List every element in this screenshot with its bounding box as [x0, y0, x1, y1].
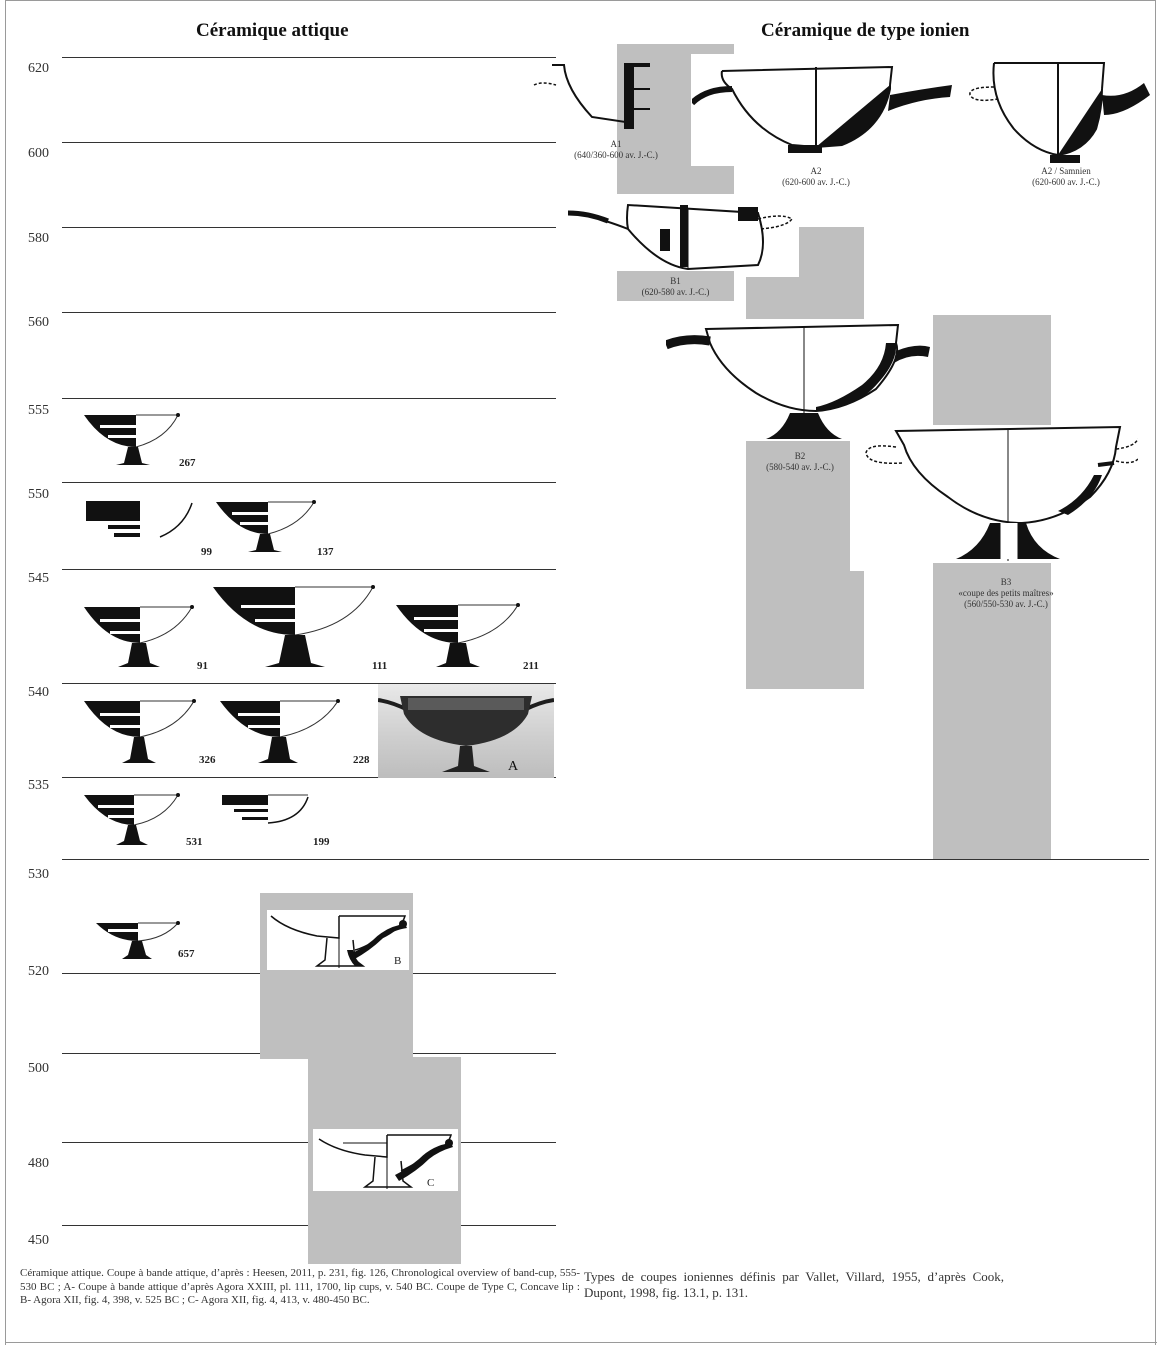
- cup-number: 531: [186, 836, 203, 848]
- year-label: 555: [28, 403, 49, 418]
- duration-bar-b3: [933, 315, 1051, 425]
- cup-a2-samnien-name: A2 / Samnien: [1041, 166, 1091, 176]
- period-rule: [62, 683, 556, 684]
- duration-bar-b1: [799, 227, 864, 277]
- cup-type-b-box: [267, 910, 409, 970]
- attic-cup-111: [211, 583, 379, 669]
- cup-number: 199: [313, 836, 330, 848]
- attic-cup-228: [218, 697, 344, 765]
- cup-a2-name: A2: [810, 166, 822, 176]
- cup-a2-samnien-date: (620-600 av. J.-C.): [1032, 177, 1100, 187]
- attic-cup-657: [94, 919, 184, 961]
- period-rule: [62, 398, 556, 399]
- cup-number: 111: [372, 660, 388, 672]
- cup-b2-name: B2: [794, 451, 806, 461]
- cup-number: 211: [523, 660, 539, 672]
- cup-b3-drawing: [862, 425, 1138, 565]
- period-rule: [62, 569, 556, 570]
- attic-cup-137: [214, 498, 318, 554]
- attic-cup-211: [394, 601, 522, 669]
- duration-bar-a1: [617, 44, 734, 54]
- cup-photo-a: [377, 684, 555, 778]
- cup-b3-subtitle: «coupe des petits maîtres»: [958, 588, 1054, 598]
- cup-number: 228: [353, 754, 370, 766]
- year-label: 530: [28, 867, 49, 882]
- year-label: 580: [28, 231, 49, 246]
- cup-number: 326: [199, 754, 216, 766]
- duration-bar-b3: [933, 563, 1051, 859]
- cup-type-c-box: [313, 1129, 458, 1191]
- attic-cup-99: [84, 497, 196, 543]
- period-rule: [62, 482, 556, 483]
- attic-caption: Céramique attique. Coupe à bande attique…: [20, 1267, 580, 1306]
- cup-number: 657: [178, 948, 195, 960]
- cup-a1-drawing: [532, 59, 662, 139]
- cup-number: 137: [317, 546, 334, 558]
- cup-b1-name: B1: [670, 276, 681, 286]
- period-rule: [62, 312, 556, 313]
- attic-cup-531: [82, 791, 182, 847]
- duration-bar-b2: [746, 571, 864, 689]
- cup-b3-date: (560/550-530 av. J.-C.): [964, 599, 1048, 609]
- cup-b2-drawing: [666, 323, 936, 445]
- year-label: 560: [28, 315, 49, 330]
- period-rule: [62, 777, 556, 778]
- ionian-caption: Types de coupes ioniennes définis par Va…: [584, 1269, 1004, 1300]
- year-label: 550: [28, 487, 49, 502]
- duration-bar-b2: [746, 441, 850, 571]
- period-rule: [62, 227, 556, 228]
- duration-bar-b1: [617, 271, 734, 301]
- cup-a2-date: (620-600 av. J.-C.): [782, 177, 850, 187]
- period-rule: [62, 57, 556, 58]
- cup-type-b-label: B: [394, 955, 402, 967]
- duration-bar-b1: [746, 277, 864, 319]
- duration-bar-a1: [691, 166, 734, 194]
- cup-a1-name: A1: [610, 139, 622, 149]
- cup-photo-a-label: A: [508, 759, 519, 774]
- duration-bar-a1: [679, 54, 691, 194]
- attic-cup-267: [82, 411, 182, 467]
- year-label: 450: [28, 1233, 49, 1248]
- cup-a2-drawing: [692, 59, 952, 159]
- period-rule-full: [62, 859, 1149, 860]
- year-label: 540: [28, 685, 49, 700]
- attic-header: Céramique attique: [196, 20, 349, 41]
- year-label: 520: [28, 964, 49, 979]
- cup-b2-date: (580-540 av. J.-C.): [766, 462, 834, 472]
- cup-b3-name: B3: [1000, 577, 1012, 587]
- cup-b1-drawing: [568, 199, 808, 277]
- cup-type-c-label: C: [427, 1177, 435, 1189]
- attic-cup-326: [82, 697, 200, 765]
- year-label: 600: [28, 146, 49, 161]
- year-label: 545: [28, 571, 49, 586]
- cup-number: 99: [201, 546, 212, 558]
- cup-number: 267: [179, 457, 196, 469]
- attic-cup-91: [82, 603, 196, 669]
- bottom-rule: [6, 1342, 1157, 1343]
- ionian-header: Céramique de type ionien: [761, 20, 970, 41]
- period-rule: [62, 142, 556, 143]
- chronology-figure: Céramique attique Céramique de type ioni…: [5, 0, 1157, 1345]
- year-label: 500: [28, 1061, 49, 1076]
- year-label: 620: [28, 61, 49, 76]
- cup-b1-date: (620-580 av. J.-C.): [641, 287, 710, 297]
- cup-a2-samnien-drawing: [954, 59, 1154, 169]
- cup-a1-date: (640/360-600 av. J.-C.): [574, 150, 658, 160]
- cup-number: 91: [197, 660, 208, 672]
- attic-cup-199: [220, 793, 312, 827]
- year-label: 480: [28, 1156, 49, 1171]
- year-label: 535: [28, 778, 49, 793]
